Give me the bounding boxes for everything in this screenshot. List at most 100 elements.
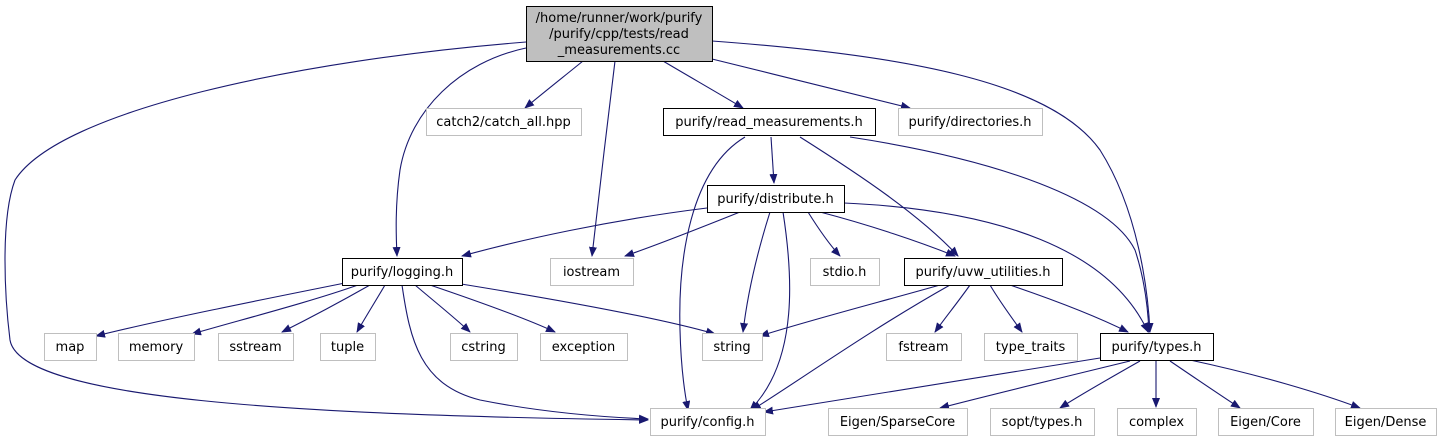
node-root-label: /home/runner/work/purify — [536, 11, 703, 26]
edge-uvw_utilities-to-config — [751, 284, 951, 411]
node-string-box — [702, 333, 763, 361]
node-eigen-dense-label: Eigen/Dense — [1345, 415, 1427, 430]
node-type-traits-label: type_traits — [996, 340, 1066, 355]
node-types-box — [1100, 333, 1214, 361]
node-fstream[interactable]: fstream — [886, 333, 962, 361]
node-complex-box — [1117, 408, 1197, 436]
node-sopt-types[interactable]: sopt/types.h — [990, 408, 1095, 436]
node-sstream-box — [218, 333, 294, 361]
node-exception[interactable]: exception — [540, 333, 628, 361]
node-stdio-label: stdio.h — [823, 265, 867, 280]
node-iostream-label: iostream — [563, 265, 620, 280]
node-types[interactable]: purify/types.h — [1100, 333, 1214, 361]
edge-root-to-read_measurements — [662, 60, 744, 109]
node-string-label: string — [713, 340, 750, 355]
node-sopt-types-label: sopt/types.h — [1002, 415, 1083, 430]
node-types-label: purify/types.h — [1111, 340, 1201, 355]
node-config-box — [650, 408, 766, 436]
node-logging-box — [342, 258, 463, 286]
node-map-box — [44, 333, 97, 361]
node-logging[interactable]: purify/logging.h — [342, 258, 463, 286]
edge-distribute-to-iostream — [624, 211, 741, 257]
edge-types-to-eigen_dense — [1189, 359, 1361, 409]
node-type-traits-box — [984, 333, 1078, 361]
edge-logging-to-sstream — [281, 284, 371, 333]
edge-root-to-catch_all — [524, 60, 584, 109]
edge-types-to-config — [763, 357, 1101, 415]
node-stdio[interactable]: stdio.h — [810, 258, 880, 286]
edge-distribute-to-uvw_utilities — [819, 211, 956, 257]
edge-types-to-eigen_core — [1169, 360, 1241, 409]
node-config[interactable]: purify/config.h — [650, 408, 766, 436]
node-complex[interactable]: complex — [1117, 408, 1197, 436]
edge-logging-to-tuple — [356, 284, 386, 333]
node-eigen-core[interactable]: Eigen/Core — [1218, 408, 1314, 436]
node-read-measurements-box — [663, 108, 876, 136]
edge-logging-to-string — [454, 282, 716, 336]
node-sparsecore-label: Eigen/SparseCore — [840, 415, 955, 430]
edge-root-to-types — [711, 40, 1154, 333]
node-eigen-core-label: Eigen/Core — [1230, 415, 1301, 430]
node-cstring[interactable]: cstring — [450, 333, 518, 361]
node-distribute[interactable]: purify/distribute.h — [707, 185, 845, 213]
node-root-label: _measurements.cc — [557, 43, 680, 58]
node-distribute-label: purify/distribute.h — [717, 192, 834, 207]
edge-read_measurements-to-types — [849, 136, 1153, 333]
node-eigen-dense-box — [1335, 408, 1437, 436]
node-string[interactable]: string — [702, 333, 763, 361]
node-read-measurements-label: purify/read_measurements.h — [675, 115, 862, 130]
edge-root-to-directories — [711, 58, 911, 110]
node-uvw-utilities-box — [904, 258, 1063, 286]
edge-read_measurements-to-distribute — [769, 136, 778, 184]
edge-read_measurements-to-uvw_utilities — [799, 136, 959, 257]
node-root[interactable]: /home/runner/work/purify/purify/cpp/test… — [526, 6, 713, 62]
node-directories-box — [898, 108, 1043, 136]
edge-uvw_utilities-to-type_traits — [989, 284, 1023, 333]
node-type-traits[interactable]: type_traits — [984, 333, 1078, 361]
edge-root-to-iostream — [588, 60, 616, 257]
node-sstream[interactable]: sstream — [218, 333, 294, 361]
node-eigen-dense[interactable]: Eigen/Dense — [1335, 408, 1437, 436]
node-map[interactable]: map — [44, 333, 97, 361]
edge-logging-to-map — [95, 282, 346, 338]
node-root-label: /purify/cpp/tests/read — [549, 27, 689, 42]
node-layer: /home/runner/work/purify/purify/cpp/test… — [44, 6, 1437, 436]
node-fstream-box — [886, 333, 962, 361]
edge-logging-to-exception — [429, 284, 556, 333]
edge-logging-to-config — [401, 284, 649, 423]
node-catch-all[interactable]: catch2/catch_all.hpp — [426, 108, 582, 136]
node-directories[interactable]: purify/directories.h — [898, 108, 1043, 136]
node-sparsecore-box — [828, 408, 968, 436]
edge-layer — [4, 40, 1361, 424]
edge-distribute-to-logging — [461, 207, 708, 258]
node-stdio-box — [810, 258, 880, 286]
node-exception-label: exception — [552, 340, 616, 355]
node-memory-label: memory — [129, 340, 184, 355]
edge-types-to-sopt_types — [1059, 360, 1141, 409]
edge-uvw_utilities-to-string — [759, 284, 941, 338]
node-iostream-box — [550, 258, 634, 286]
edge-logging-to-cstring — [414, 284, 471, 333]
node-read-measurements[interactable]: purify/read_measurements.h — [663, 108, 876, 136]
node-uvw-utilities-label: purify/uvw_utilities.h — [916, 265, 1051, 280]
edge-types-to-sparsecore — [939, 360, 1131, 410]
node-tuple[interactable]: tuple — [320, 333, 376, 361]
node-sparsecore[interactable]: Eigen/SparseCore — [828, 408, 968, 436]
node-catch-all-label: catch2/catch_all.hpp — [436, 115, 570, 130]
edge-distribute-to-string — [740, 211, 771, 333]
node-cstring-label: cstring — [461, 340, 505, 355]
node-tuple-box — [320, 333, 376, 361]
edge-distribute-to-config — [749, 211, 791, 411]
node-root-box — [526, 6, 713, 62]
node-cstring-box — [450, 333, 518, 361]
node-catch-all-box — [426, 108, 582, 136]
node-uvw-utilities[interactable]: purify/uvw_utilities.h — [904, 258, 1063, 286]
node-memory-box — [118, 333, 195, 361]
node-distribute-box — [707, 185, 845, 213]
node-tuple-label: tuple — [331, 340, 364, 355]
node-memory[interactable]: memory — [118, 333, 195, 361]
node-iostream[interactable]: iostream — [550, 258, 634, 286]
node-map-label: map — [56, 340, 85, 355]
edge-uvw_utilities-to-fstream — [934, 284, 971, 333]
